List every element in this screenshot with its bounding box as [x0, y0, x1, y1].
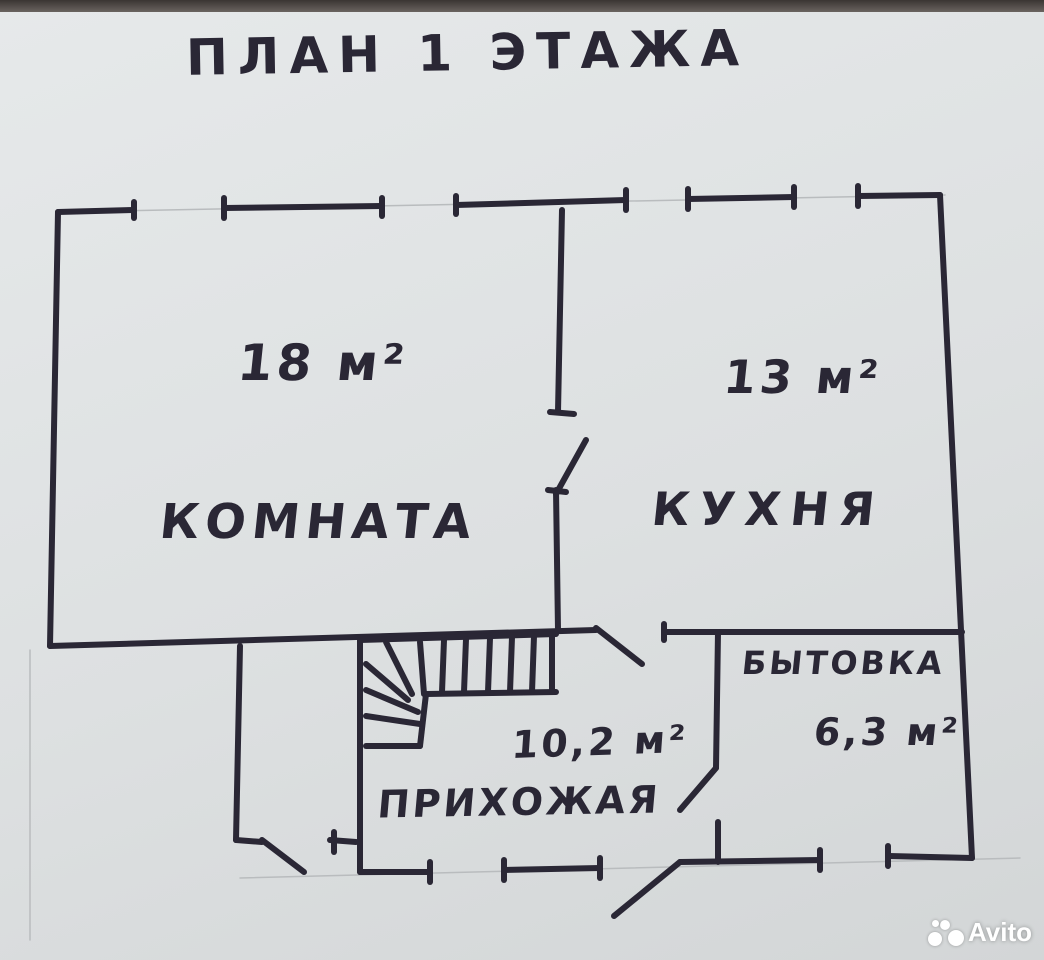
hall-label: ПРИХОЖАЯ	[375, 777, 663, 827]
kitchen-door	[593, 625, 645, 667]
kitchen-label: КУХНЯ	[649, 482, 888, 536]
avito-logo-icon	[927, 918, 964, 948]
kitchen-area: 13 м²	[721, 350, 885, 404]
pencil-guides	[29, 194, 1021, 941]
room-kitchen-partition	[545, 207, 589, 633]
utility-label: БЫТОВКА	[740, 644, 947, 682]
avito-brand-text: Avito	[967, 917, 1032, 947]
utility-area: 6,3 м²	[811, 710, 963, 754]
table-edge	[0, 0, 1044, 12]
room-area: 18 м²	[234, 334, 411, 392]
room-label: КОМНАТА	[157, 494, 480, 550]
avito-watermark: Avito	[927, 917, 1032, 948]
staircase	[357, 631, 559, 749]
top-wall-windows	[55, 183, 943, 221]
entrance-door	[611, 859, 683, 919]
utility-partition	[677, 629, 721, 865]
bottom-wall	[357, 843, 975, 885]
outer-walls	[47, 192, 975, 861]
vestibule-walls	[233, 637, 363, 875]
hall-area: 10,2 м²	[510, 716, 690, 768]
